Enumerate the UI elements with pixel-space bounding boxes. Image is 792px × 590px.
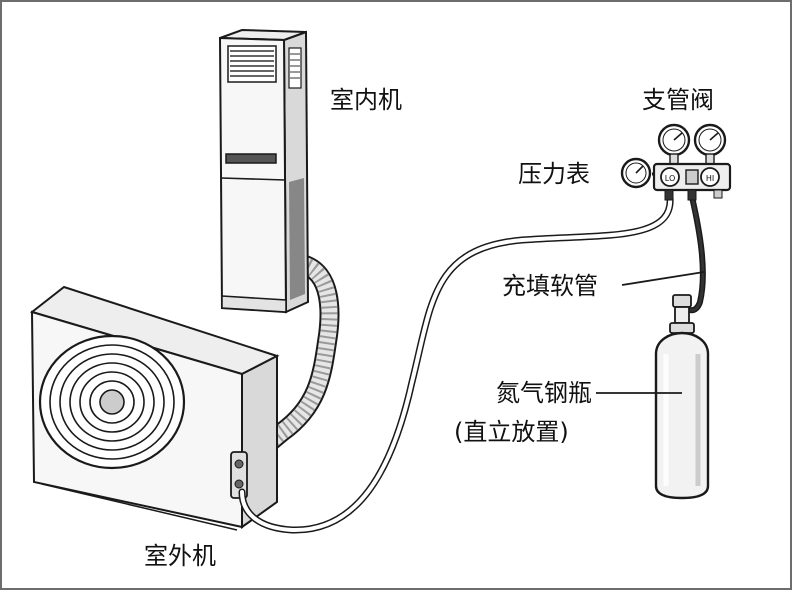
nitrogen-cylinder-label: 氮气钢瓶 <box>496 379 592 407</box>
indoor-unit-label: 室内机 <box>330 86 402 114</box>
charging-hose-to-cylinder <box>681 194 706 314</box>
pressure-gauge <box>620 157 654 189</box>
outdoor-unit <box>29 285 280 531</box>
low-pressure-gauge <box>657 123 691 165</box>
outdoor-unit-label: 室外机 <box>144 542 216 570</box>
gauge-lo-label: LO <box>665 174 675 183</box>
manifold-valve-label: 支管阀 <box>642 86 714 114</box>
nitrogen-cylinder-note: (直立放置) <box>454 418 569 446</box>
outdoor-unit-fan <box>38 334 186 470</box>
high-pressure-gauge <box>693 123 727 165</box>
nitrogen-cylinder <box>654 294 710 500</box>
leader-lines <box>596 271 705 394</box>
gauge-hi-label: HI <box>706 174 714 183</box>
manifold-valve: LO HI <box>652 123 732 201</box>
indoor-unit-display <box>225 153 277 164</box>
charging-hose-label: 充填软管 <box>502 272 598 300</box>
indoor-unit-grille <box>227 45 277 83</box>
indoor-unit <box>218 28 310 314</box>
pressure-gauge-label: 压力表 <box>518 160 590 188</box>
charging-hose-leader <box>621 271 705 286</box>
charging-hose-to-outdoor <box>238 193 674 534</box>
